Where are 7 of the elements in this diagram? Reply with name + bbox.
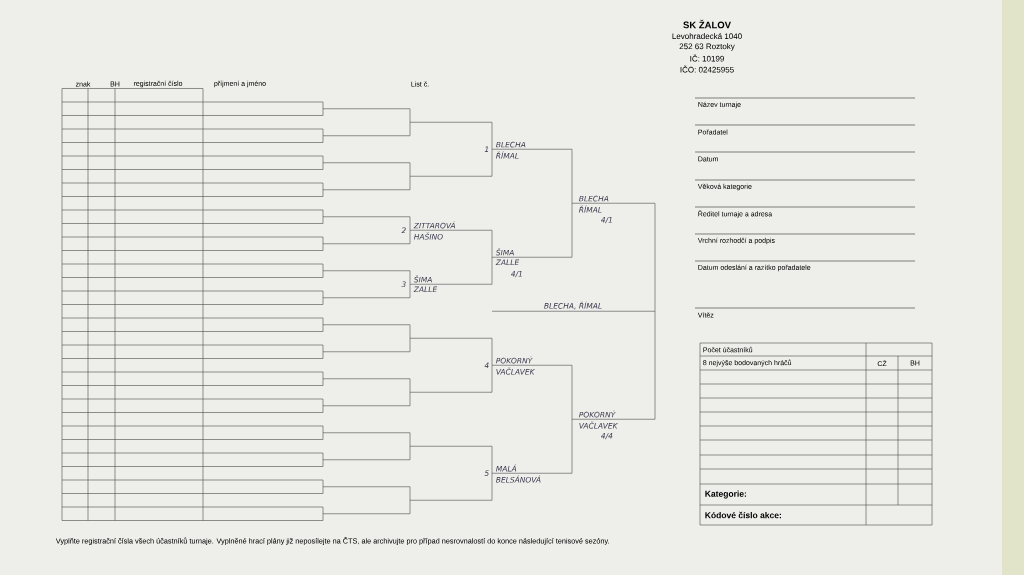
table-label: Kategorie: [705,490,746,499]
letterhead-text: Levohradecká 1040 [672,33,742,39]
letterhead-text: IČO: 02425955 [680,65,734,73]
letterhead-text: IČ: 10199 [690,54,724,62]
table-label: Kódové číslo akce: [705,511,781,519]
club-name: SK ŽALOV [683,19,731,29]
letterhead-text: 252 63 Roztoky [679,43,735,51]
